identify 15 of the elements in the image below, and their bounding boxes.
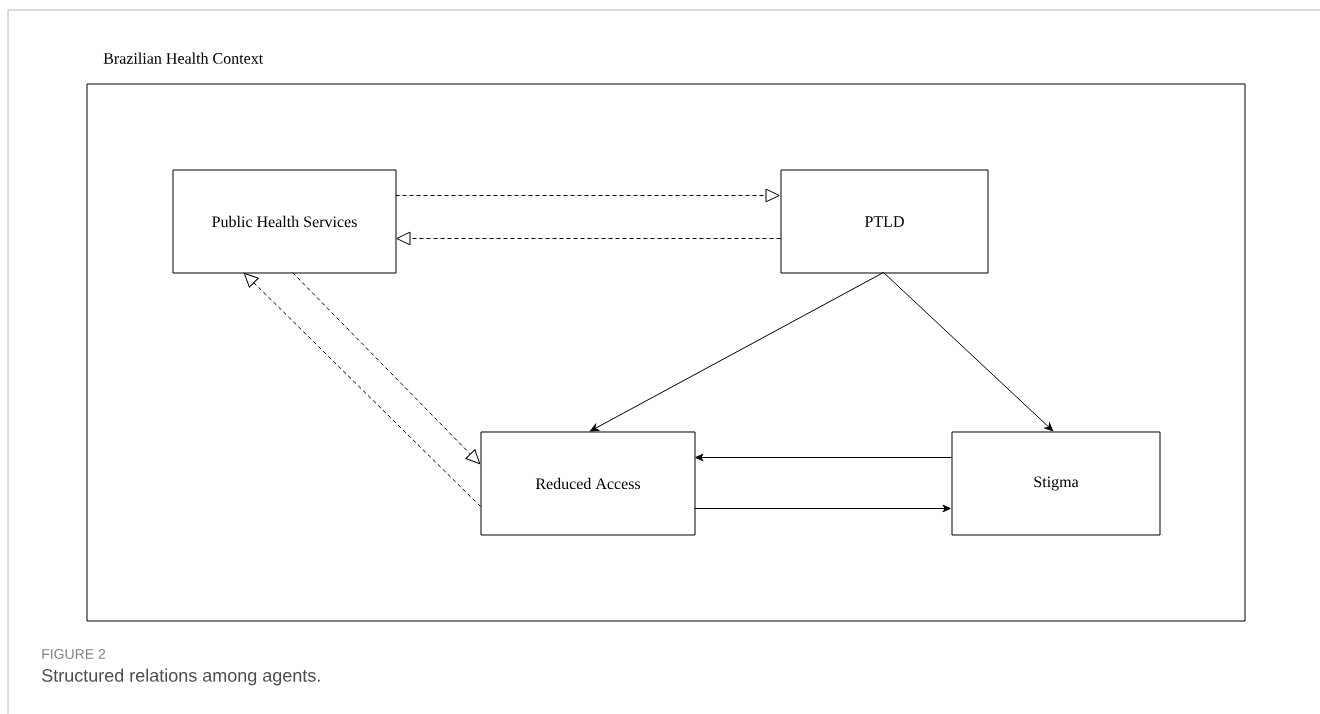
arrow [292,272,481,465]
process-box: PTLD [780,169,989,274]
process-box: Stigma [951,431,1161,536]
arrow [883,272,1054,432]
caption: Structured relations among agents. [42,668,320,686]
arrow [395,188,780,203]
process-box: Reduced Access [480,431,696,536]
figure-label: FIGURE 2 [42,649,106,659]
arrow [243,272,481,507]
process-box: Public Health Services [172,169,397,274]
arrow [590,272,884,432]
container-heading: Brazilian Health Context [103,52,264,64]
arrow [396,231,781,246]
arrow [695,453,952,462]
arrow [694,504,951,513]
